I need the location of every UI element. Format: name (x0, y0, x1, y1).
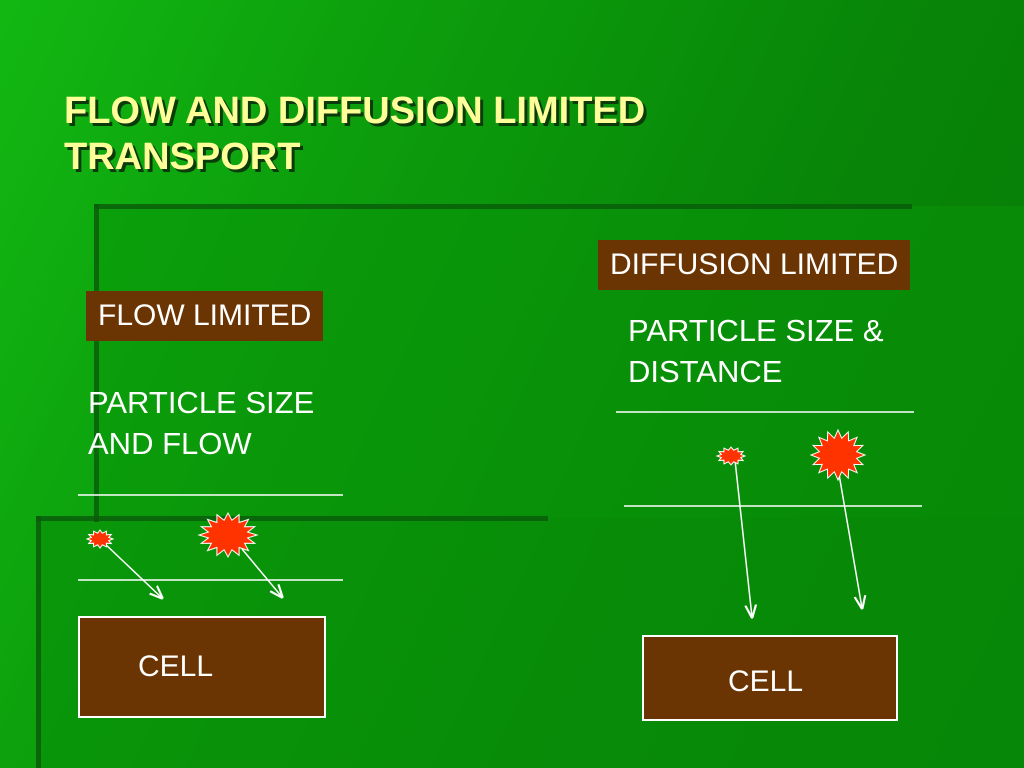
title-line-1: FLOW AND DIFFUSION LIMITED (64, 90, 646, 132)
flow-large-particle-arrow (241, 548, 282, 597)
title-line-2: TRANSPORT (64, 136, 301, 178)
diffusion-cell-label: CELL (728, 665, 804, 698)
diffusion-limited-label-text: DIFFUSION LIMITED (610, 248, 899, 281)
frame-line-top (94, 204, 912, 209)
flow-cell-label: CELL (138, 650, 214, 683)
flow-large-particle-icon (197, 511, 259, 559)
flow-description: PARTICLE SIZE AND FLOW (88, 382, 314, 464)
flow-description-line-1: PARTICLE SIZE (88, 385, 315, 420)
diffusion-description: PARTICLE SIZE & DISTANCE (628, 310, 884, 392)
diffusion-small-particle-icon (715, 446, 747, 466)
diffusion-description-line-1: PARTICLE SIZE & (628, 313, 884, 348)
diffusion-limited-label: DIFFUSION LIMITED (598, 240, 911, 290)
flow-limited-label-text: FLOW LIMITED (98, 299, 312, 332)
slide-title: FLOW AND DIFFUSION LIMITED TRANSPORT (64, 88, 824, 180)
frame-line-left (94, 204, 99, 522)
flow-cell-box: CELL (78, 616, 326, 718)
flow-small-particle-icon (85, 529, 115, 549)
frame-line-left-lower (36, 516, 41, 768)
flow-description-line-2: AND FLOW (88, 426, 252, 461)
flow-small-particle-arrow (102, 541, 162, 598)
diffusion-large-particle-icon (809, 428, 867, 482)
diffusion-description-line-2: DISTANCE (628, 354, 783, 389)
diffusion-large-particle-arrow (838, 473, 862, 608)
diffusion-small-particle-arrow (734, 459, 752, 617)
diffusion-cell-box: CELL (642, 635, 898, 721)
frame-line-mid (36, 516, 548, 521)
flow-limited-label: FLOW LIMITED (86, 291, 324, 341)
